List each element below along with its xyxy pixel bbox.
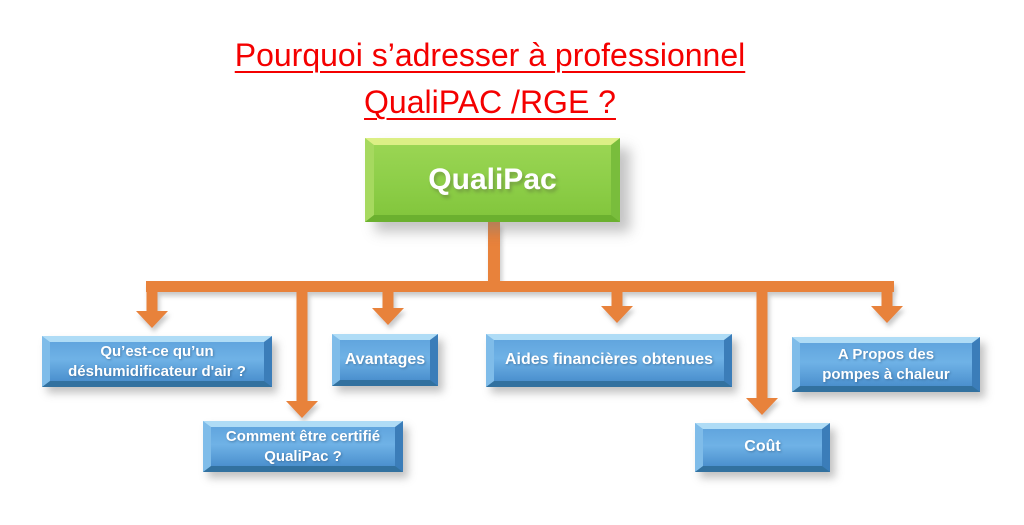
branch-label-line: déshumidificateur d'air ?: [68, 362, 246, 380]
arrow-head-aides: [601, 306, 633, 323]
branch-node-avantages: Avantages: [332, 334, 438, 386]
arrow-stem-dehumid: [146, 281, 158, 311]
arrow-stem-cout: [756, 281, 768, 398]
root-node-label: QualiPac: [428, 163, 557, 196]
branch-label-line: QualiPac ?: [264, 447, 342, 465]
branch-label-line: Comment être certifié: [225, 428, 381, 445]
branch-label-line: pompes à chaleur: [822, 365, 950, 383]
arrow-stem-apropos: [881, 281, 893, 306]
branch-bar: [146, 281, 894, 292]
branch-node-cout: Coût: [695, 423, 830, 472]
arrow-head-dehumid: [136, 311, 168, 328]
arrow-head-avantages: [372, 308, 404, 325]
page-title: Pourquoi s’adresser à professionnel Qual…: [0, 32, 980, 126]
branch-node-aides-financieres: Aides financières obtenues: [486, 334, 732, 387]
trunk-line: [488, 222, 500, 284]
title-line-1: Pourquoi s’adresser à professionnel: [234, 37, 746, 73]
arrow-stem-avantages: [382, 281, 394, 308]
arrow-head-comment: [286, 401, 318, 418]
branch-label-line: Coût: [744, 438, 781, 456]
arrow-head-cout: [746, 398, 778, 415]
arrow-stem-aides: [611, 281, 623, 306]
branch-label-line: A Propos des: [837, 346, 935, 363]
arrow-head-apropos: [871, 306, 903, 323]
branch-node-dehumidifier: Qu’est-ce qu’un déshumidificateur d'air …: [42, 336, 272, 387]
branch-node-pompes-chaleur: A Propos des pompes à chaleur: [792, 337, 980, 392]
branch-label-line: Avantages: [344, 350, 426, 368]
title-line-2: QualiPAC /RGE ?: [364, 84, 616, 120]
arrow-stem-comment: [296, 281, 308, 401]
branch-node-comment-certifie: Comment être certifié QualiPac ?: [203, 421, 403, 472]
root-node-qualipac: QualiPac: [365, 138, 620, 222]
branch-label-line: Aides financières obtenues: [504, 351, 714, 369]
branch-label-line: Qu’est-ce qu’un: [100, 343, 214, 360]
